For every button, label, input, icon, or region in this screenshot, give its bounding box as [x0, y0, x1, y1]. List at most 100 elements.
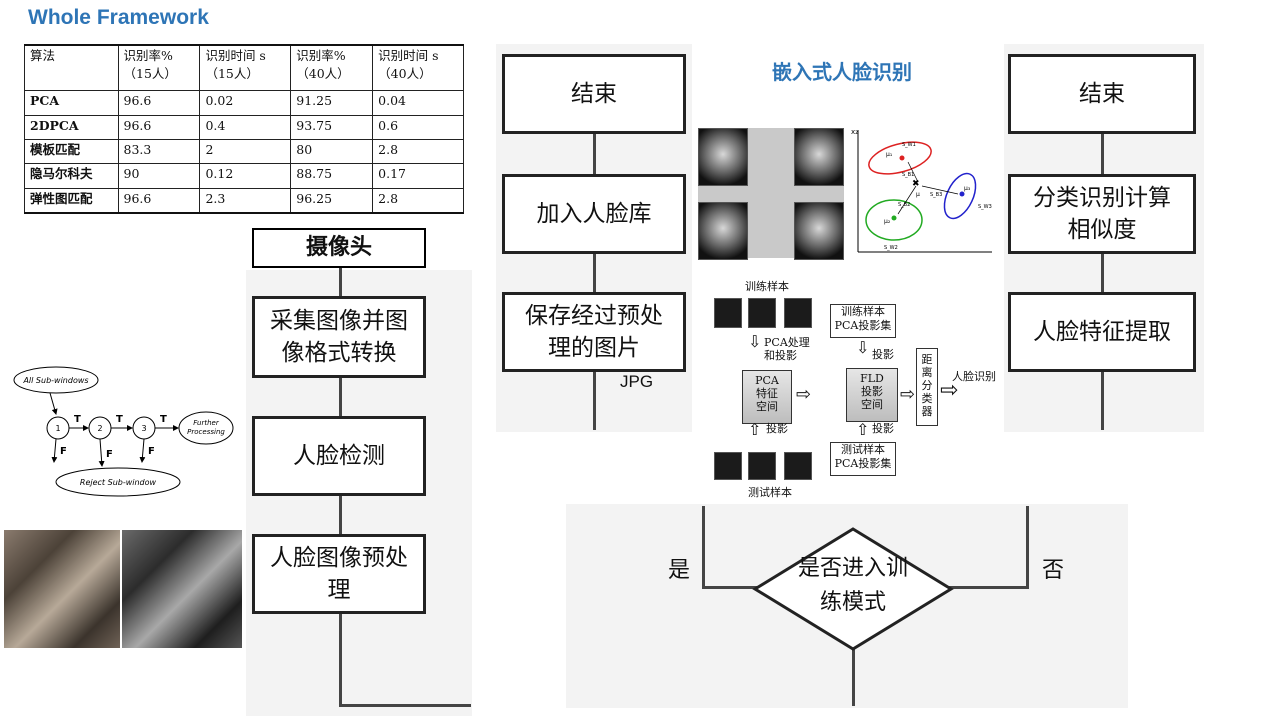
table-cell: 0.17	[372, 163, 464, 189]
table-cell: PCA	[24, 90, 119, 116]
test-face-image	[784, 452, 812, 480]
table-header-row: 算法识别率% （15人）识别时间 s （15人）识别率% （40人）识别时间 s…	[24, 44, 464, 92]
sb2-line	[897, 185, 917, 215]
flow-connector	[339, 378, 342, 416]
train-face-image	[748, 298, 776, 328]
stage-3-label: 3	[141, 424, 146, 433]
face-detection-box: 人脸检测	[252, 416, 426, 496]
distance-classifier-box: 距 离 分 类 器	[916, 348, 938, 426]
decision-text: 是否进入训 练模式	[770, 552, 936, 620]
classify-box: 分类识别计算相似度	[1008, 174, 1196, 254]
pca-process-line-1: PCA处理	[764, 336, 810, 349]
true-label: T	[160, 414, 167, 425]
table-cell: 弹性图匹配	[24, 187, 119, 214]
results-table: 算法识别率% （15人）识别时间 s （15人）识别率% （40人）识别时间 s…	[24, 44, 464, 214]
mu1-point	[899, 155, 905, 161]
all-subwindows-node	[13, 366, 99, 394]
further-label-1: Further	[193, 419, 220, 427]
fld-space-line-3: 空间	[861, 398, 883, 411]
false-label: F	[60, 446, 67, 457]
page-title: Whole Framework	[28, 6, 209, 29]
sb1-label: S_B1	[902, 172, 914, 178]
true-label: T	[74, 414, 81, 425]
classifier-char: 分	[921, 379, 933, 392]
capture-line-2: 像格式转换	[281, 340, 397, 366]
feature-extract-box: 人脸特征提取	[1008, 292, 1196, 372]
flow-connector	[593, 254, 596, 292]
test-pca-set-box: 测试样本 PCA投影集	[830, 442, 896, 476]
arrow-up-icon: ⇧	[748, 420, 762, 439]
save-line-2: 理的图片	[548, 335, 640, 361]
decision-diamond	[752, 527, 954, 651]
stage-2-label: 2	[97, 424, 102, 433]
projection-label: 投影	[872, 348, 894, 361]
flow-connector	[1101, 134, 1104, 174]
sw1-label: S_W1	[902, 142, 916, 148]
arrow-down-icon: ⇩	[748, 332, 762, 351]
flow-connector	[339, 268, 342, 298]
table-cell: 96.6	[117, 90, 201, 116]
end-box-mid: 结束	[502, 54, 686, 134]
mu3-label: μ₃	[964, 185, 971, 192]
face-recognition-label: 人脸识别	[952, 370, 996, 383]
table-cell: 90	[117, 163, 201, 189]
class2-ellipse	[865, 199, 923, 241]
classify-line-2: 相似度	[1067, 217, 1137, 243]
table-cell: 0.04	[372, 90, 464, 116]
class3-ellipse	[943, 172, 977, 220]
table-cell: 93.75	[290, 114, 374, 140]
false-label: F	[106, 449, 113, 460]
test-face-image	[714, 452, 742, 480]
table-cell: 2.8	[372, 138, 464, 165]
flow-connector	[593, 372, 596, 430]
axis-label-x2: x₂	[851, 128, 858, 136]
capture-convert-box: 采集图像并图像格式转换	[252, 296, 426, 378]
mu1-label: μ₁	[886, 151, 893, 158]
cascade-arrow	[98, 438, 105, 467]
lda-scatter-diagram: x₂ ✖ μ₁ μ₂ μ₃ μ S_B1 S_B2 S_B3 S_W1 S_W2…	[851, 128, 992, 253]
mu3-point	[959, 191, 965, 197]
flow-connector	[1026, 506, 1029, 588]
face-preprocess-box: 人脸图像预处理	[252, 534, 426, 614]
mu2-label: μ₂	[884, 218, 891, 225]
flow-connector	[702, 506, 705, 588]
eigenface-image	[698, 128, 748, 186]
train-face-image	[714, 298, 742, 328]
fld-space-line-1: FLD	[860, 372, 884, 385]
table-cell: 0.6	[372, 114, 464, 140]
sb3-label: S_B3	[930, 192, 942, 198]
flow-connector	[339, 704, 471, 707]
table-cell: 模板匹配	[24, 138, 119, 165]
test-pca-line-1: 测试样本	[841, 443, 885, 456]
flow-connector	[593, 134, 596, 174]
table-cell: 2.3	[199, 187, 292, 214]
flow-connector	[339, 614, 342, 706]
further-label-2: Processing	[187, 428, 225, 436]
jpg-label: JPG	[620, 372, 654, 391]
arrow-down-icon: ⇩	[856, 338, 870, 357]
train-pca-set-box: 训练样本 PCA投影集	[830, 304, 896, 338]
mu-point: ✖	[912, 179, 920, 189]
diamond-shape	[752, 527, 954, 651]
further-processing-node	[178, 411, 234, 445]
end-box-right: 结束	[1008, 54, 1196, 134]
preprocess-line-1: 人脸图像预处	[270, 545, 408, 571]
table-cell: 识别率% （15人）	[117, 44, 201, 92]
fld-space-line-2: 投影	[861, 385, 883, 398]
table-cell: 2	[199, 138, 292, 165]
mu-label: μ	[916, 191, 920, 198]
table-cell: 0.12	[199, 163, 292, 189]
reject-label: Reject Sub-window	[80, 478, 157, 487]
table-cell: 91.25	[290, 90, 374, 116]
add-face-db-box: 加入人脸库	[502, 174, 686, 254]
pca-space-line-1: PCA	[755, 374, 779, 387]
classifier-char: 类	[921, 392, 933, 405]
sw3-label: S_W3	[978, 204, 992, 210]
sb1-line	[907, 161, 919, 183]
save-images-box: 保存经过预处理的图片	[502, 292, 686, 372]
arrow-up-icon: ⇧	[856, 420, 870, 439]
table-cell: 88.75	[290, 163, 374, 189]
add-face-db-label: 加入人脸库	[536, 201, 652, 227]
